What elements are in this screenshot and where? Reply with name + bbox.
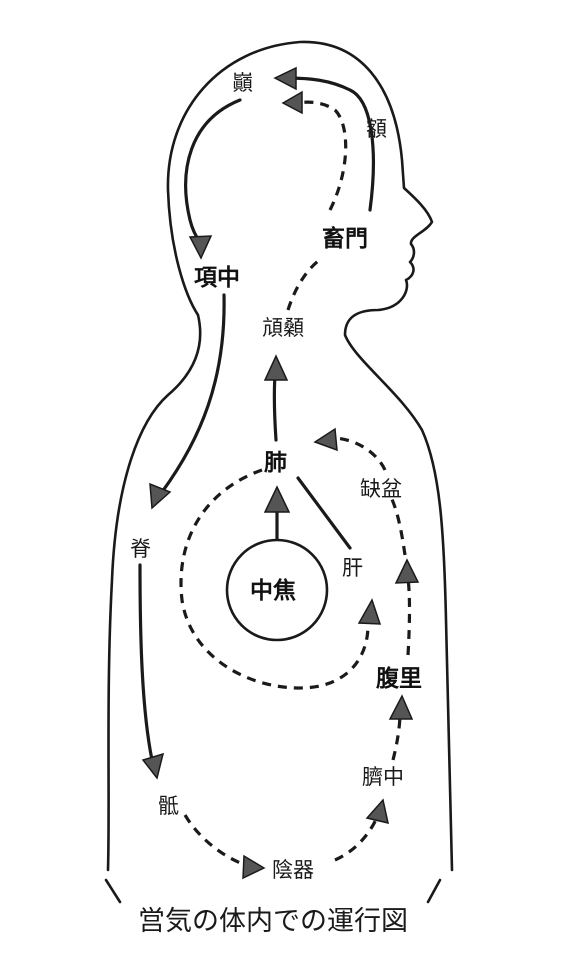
caption: 営気の体内での運行図	[138, 906, 408, 937]
body-outline	[106, 40, 454, 872]
arrow-quepen	[394, 558, 420, 584]
label-quepen: 缺盆	[360, 477, 402, 501]
label-di: 骶	[158, 794, 179, 818]
flow-xiangzhong-to-ji	[160, 293, 226, 494]
flow-gan-to-fei	[296, 476, 352, 550]
arrow-hangsang	[263, 354, 289, 381]
label-zhongjiao: 中焦	[250, 577, 296, 604]
label-gan: 肝	[342, 556, 363, 580]
label-fuli: 腹里	[376, 665, 422, 692]
arrow-gan	[357, 598, 382, 625]
label-yinqi: 陰器	[272, 858, 314, 882]
label-e: 額	[366, 117, 387, 141]
flow-quepen-upper-dashed	[388, 494, 407, 556]
label-xumen: 畜門	[322, 225, 368, 252]
flow-di-to-yinqi-dashed	[183, 814, 249, 868]
label-fei: 肺	[264, 450, 287, 476]
flow-fei-to-hangsang	[272, 373, 278, 442]
arrow-xiangzhong	[188, 235, 213, 260]
flow-ji-to-di	[138, 563, 154, 762]
flow-e-to-dian	[283, 76, 375, 212]
arrow-dian-2	[281, 90, 303, 115]
flow-hangsang-to-xumen-dashed	[286, 256, 323, 311]
label-xiangzhong: 項中	[194, 265, 240, 291]
arrow-dian-1	[273, 66, 297, 91]
flow-xumen-to-dian-dashed	[294, 100, 348, 211]
arrow-di	[141, 752, 165, 780]
arrow-qizhong	[365, 798, 389, 825]
arrow-fei-right	[313, 427, 338, 452]
flow-quepen-to-fei-dashed	[334, 436, 387, 471]
left-base-tick	[104, 878, 122, 904]
flow-fuli-to-quepen-dashed	[406, 577, 412, 656]
label-ji: 脊	[130, 537, 151, 561]
arrow-yinqi	[242, 854, 266, 880]
flow-yinqi-to-qizhong-dashed	[334, 814, 380, 862]
label-hangsang: 頏顙	[262, 316, 304, 340]
flow-qizhong-to-fuli-dashed	[391, 711, 402, 761]
arrow-ji	[149, 482, 172, 510]
label-dian: 巓	[232, 71, 253, 95]
flow-fei-loop-dashed	[179, 468, 370, 690]
arrow-fuli	[388, 694, 414, 720]
zhongjiao-circle	[225, 538, 329, 642]
label-qizhong: 臍中	[362, 765, 404, 789]
arrow-fei-up	[263, 485, 291, 513]
flow-dian-to-xiangzhong	[184, 98, 242, 244]
right-base-tick	[426, 878, 442, 904]
